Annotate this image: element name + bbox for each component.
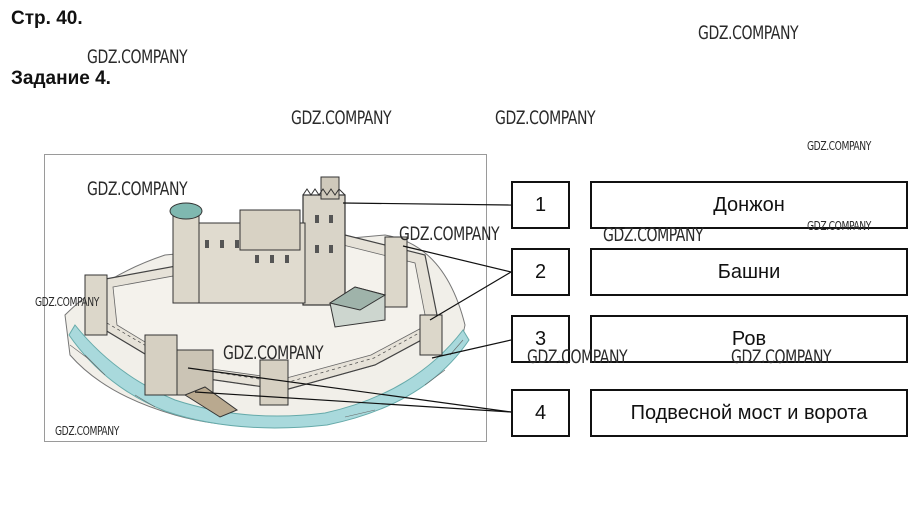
number-box-4: 4 xyxy=(511,389,570,437)
connector-2a xyxy=(402,245,512,273)
label-box-towers: Башни xyxy=(590,248,908,296)
connector-3 xyxy=(431,339,512,359)
label-box-donjon: Донжон xyxy=(590,181,908,229)
label-box-moat: Ров xyxy=(590,315,908,363)
castle-illustration xyxy=(44,154,487,442)
castle-drawing xyxy=(64,176,470,429)
label-box-drawbridge: Подвесной мост и ворота xyxy=(590,389,908,437)
number-box-1: 1 xyxy=(511,181,570,229)
page-reference: Стр. 40. xyxy=(11,8,83,29)
connector-4b xyxy=(194,391,512,413)
connector-1 xyxy=(342,202,512,206)
number-box-2: 2 xyxy=(511,248,570,296)
connector-4a xyxy=(187,367,512,413)
number-box-3: 3 xyxy=(511,315,570,363)
task-title: Задание 4. xyxy=(11,68,111,89)
connector-2b xyxy=(429,271,512,321)
